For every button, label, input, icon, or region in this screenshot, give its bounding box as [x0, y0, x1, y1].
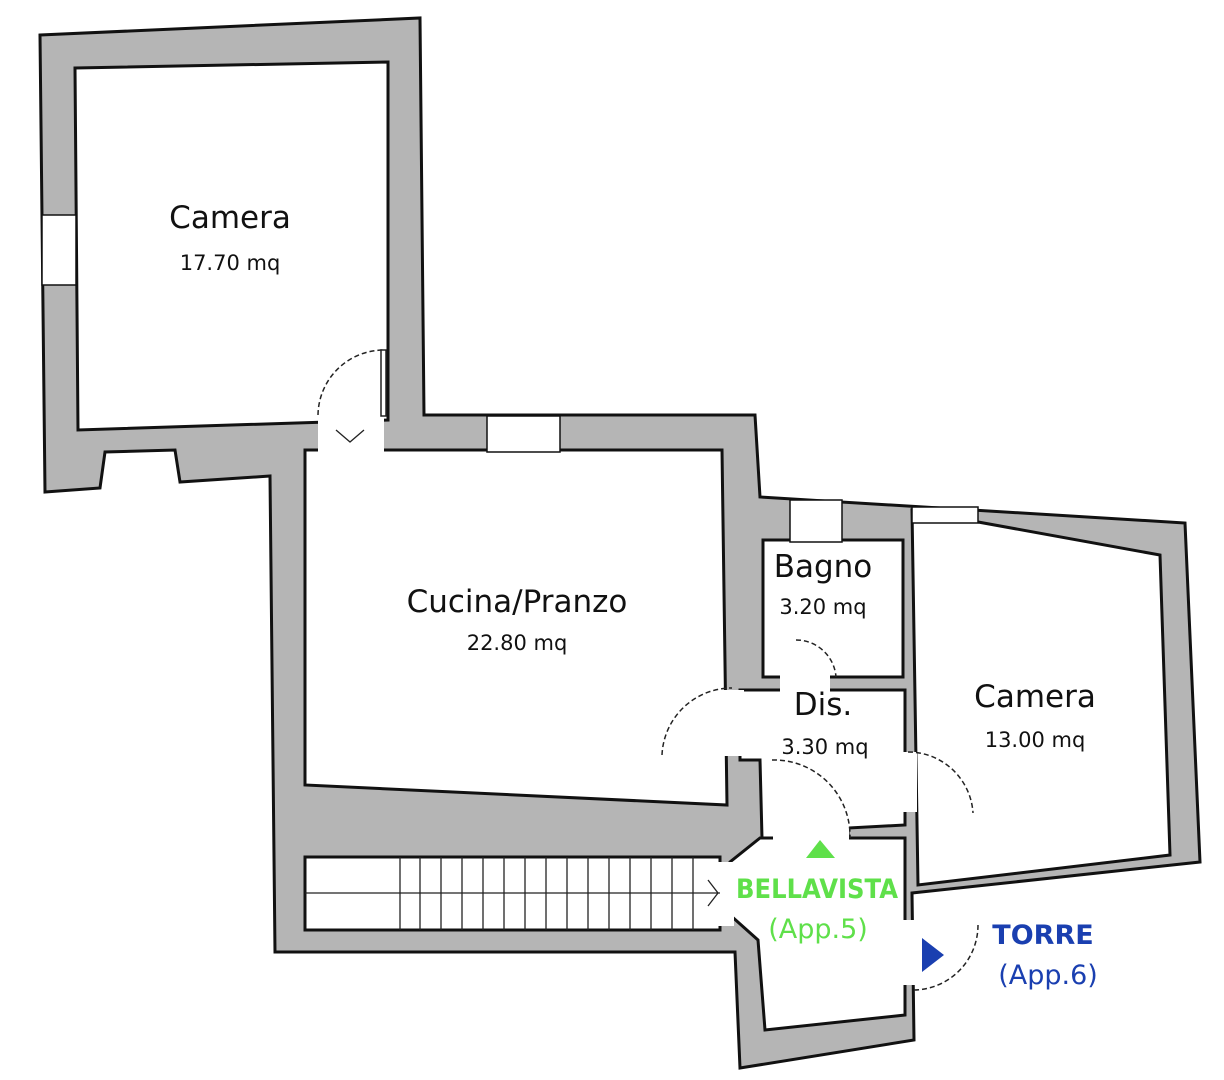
- staircase: [305, 857, 720, 930]
- room-area: 13.00 mq: [985, 728, 1086, 752]
- room-label: Camera: [169, 200, 291, 236]
- door-leaf: [380, 349, 387, 417]
- door-swing: [907, 751, 974, 814]
- door-swing: [912, 924, 979, 991]
- room-cucina: [303, 448, 729, 807]
- room-label: Camera: [974, 679, 1096, 715]
- window: [41, 214, 77, 286]
- door-swing: [771, 759, 851, 839]
- entrance-label-torre: TORRE: [992, 920, 1093, 951]
- opening: [903, 752, 917, 812]
- window: [789, 499, 843, 543]
- entrance-label-bellavista: BELLAVISTA: [736, 874, 898, 905]
- room-area: 3.20 mq: [779, 595, 866, 619]
- window: [911, 506, 979, 524]
- opening: [773, 826, 849, 842]
- triangle-up-icon: [806, 840, 835, 858]
- room-area: 22.80 mq: [467, 631, 568, 655]
- triangle-right-icon: [922, 938, 944, 972]
- room-label: Dis.: [794, 687, 853, 723]
- room-camera-1: [73, 60, 390, 432]
- arrow-icon: [335, 429, 365, 443]
- room-area: 17.70 mq: [180, 251, 281, 275]
- opening: [716, 862, 734, 926]
- opening: [780, 674, 830, 694]
- entrance-sub-torre: (App.6): [998, 960, 1098, 991]
- entrance-sub-bellavista: (App.5): [768, 914, 868, 945]
- room-label: Bagno: [774, 549, 873, 585]
- room-area: 3.30 mq: [781, 735, 868, 759]
- opening: [722, 690, 744, 756]
- room-bagno: [761, 538, 905, 679]
- window: [486, 415, 561, 453]
- door-swing: [317, 349, 385, 416]
- passage: [318, 412, 384, 454]
- opening: [902, 920, 922, 985]
- room-label: Cucina/Pranzo: [407, 584, 628, 620]
